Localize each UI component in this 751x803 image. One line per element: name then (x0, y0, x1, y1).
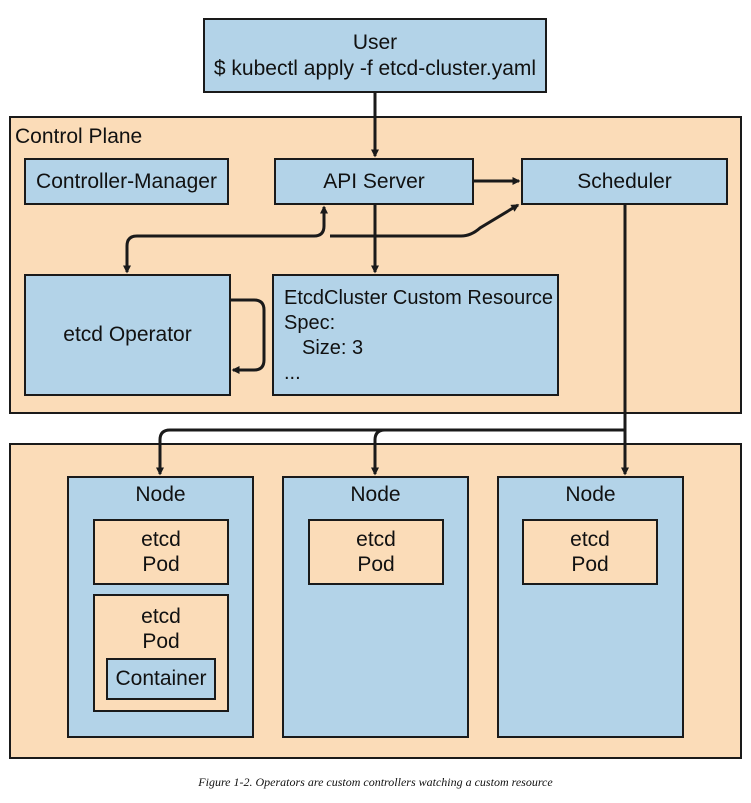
pod-line2: Pod (142, 553, 180, 576)
node-3-label: Node (565, 483, 616, 506)
pod-line1: etcd (141, 527, 181, 551)
pod-line2: Pod (142, 630, 180, 654)
custom-resource-size: Size: 3 (302, 337, 364, 359)
etcd-operator-label: etcd Operator (63, 323, 192, 347)
node-3: Node (497, 476, 684, 738)
custom-resource-spec: Spec: (284, 312, 336, 334)
container-box: Container (106, 658, 216, 700)
user-box: User $ kubectl apply -f etcd-cluster.yam… (203, 18, 547, 93)
custom-resource-box: EtcdCluster Custom Resource Spec: Size: … (272, 274, 559, 396)
figure-caption: Figure 1-2. Operators are custom control… (198, 775, 553, 789)
scheduler-label: Scheduler (577, 169, 672, 193)
node-1-pod-1: etcd Pod (93, 519, 229, 585)
node-3-pod-1: etcd Pod (522, 519, 658, 585)
pod-line1: etcd (141, 605, 181, 628)
controller-manager-box: Controller-Manager (24, 158, 229, 205)
node-2: Node (282, 476, 469, 738)
api-server-box: API Server (274, 158, 474, 205)
pod-line1: etcd (570, 527, 610, 551)
pod-line2: Pod (357, 553, 395, 576)
scheduler-box: Scheduler (521, 158, 728, 205)
controller-manager-label: Controller-Manager (36, 169, 217, 193)
control-plane-title: Control Plane (15, 125, 143, 148)
node-2-label: Node (350, 483, 401, 506)
user-command: $ kubectl apply -f etcd-cluster.yaml (213, 56, 537, 80)
custom-resource-title: EtcdCluster Custom Resource (284, 287, 553, 309)
api-server-label: API Server (323, 169, 425, 193)
node-1-label: Node (135, 483, 186, 506)
user-title: User (352, 31, 398, 55)
pod-line1: etcd (356, 527, 396, 551)
container-label: Container (115, 667, 207, 691)
custom-resource-ellipsis: ... (284, 362, 301, 384)
pod-line2: Pod (571, 553, 609, 576)
etcd-operator-box: etcd Operator (24, 274, 231, 396)
node-2-pod-1: etcd Pod (308, 519, 444, 585)
